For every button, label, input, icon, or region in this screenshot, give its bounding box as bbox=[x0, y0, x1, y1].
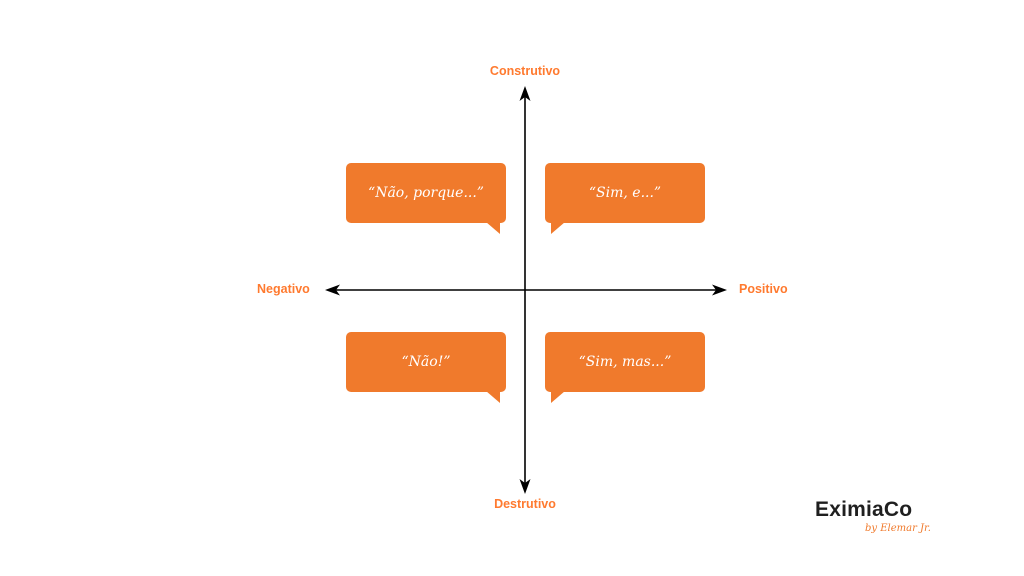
logo-name: EximiaCo bbox=[815, 498, 913, 521]
speech-bubble-bottom-right: “Sim, mas...” bbox=[545, 332, 705, 403]
speech-bubble-top-right: “Sim, e...” bbox=[545, 163, 705, 234]
arrowhead-down bbox=[519, 479, 531, 494]
bubble-tail bbox=[486, 222, 500, 234]
horizontal-axis bbox=[325, 284, 727, 296]
bubble-text-bottom-right: “Sim, mas...” bbox=[578, 354, 672, 370]
bubble-tail bbox=[551, 222, 565, 234]
axis-label-negative: Negativo bbox=[257, 282, 310, 296]
arrowhead-up bbox=[519, 86, 531, 101]
bubble-tail bbox=[551, 391, 565, 403]
bubble-text-bottom-left: “Não!” bbox=[401, 354, 451, 370]
arrowhead-right bbox=[712, 284, 727, 296]
logo-tagline: by Elemar Jr. bbox=[865, 523, 931, 534]
arrowhead-left bbox=[325, 284, 340, 296]
axis-label-positive: Positivo bbox=[739, 282, 788, 296]
axis-label-destructive: Destrutivo bbox=[494, 497, 556, 511]
speech-bubble-bottom-left: “Não!” bbox=[346, 332, 506, 403]
bubble-text-top-left: “Não, porque...” bbox=[368, 185, 484, 201]
axis-label-constructive: Construtivo bbox=[489, 64, 561, 78]
bubble-text-top-right: “Sim, e...” bbox=[588, 185, 662, 201]
bubble-tail bbox=[486, 391, 500, 403]
eximiaco-logo: EximiaCo by Elemar Jr. bbox=[815, 498, 945, 534]
speech-bubble-top-left: “Não, porque...” bbox=[346, 163, 506, 234]
